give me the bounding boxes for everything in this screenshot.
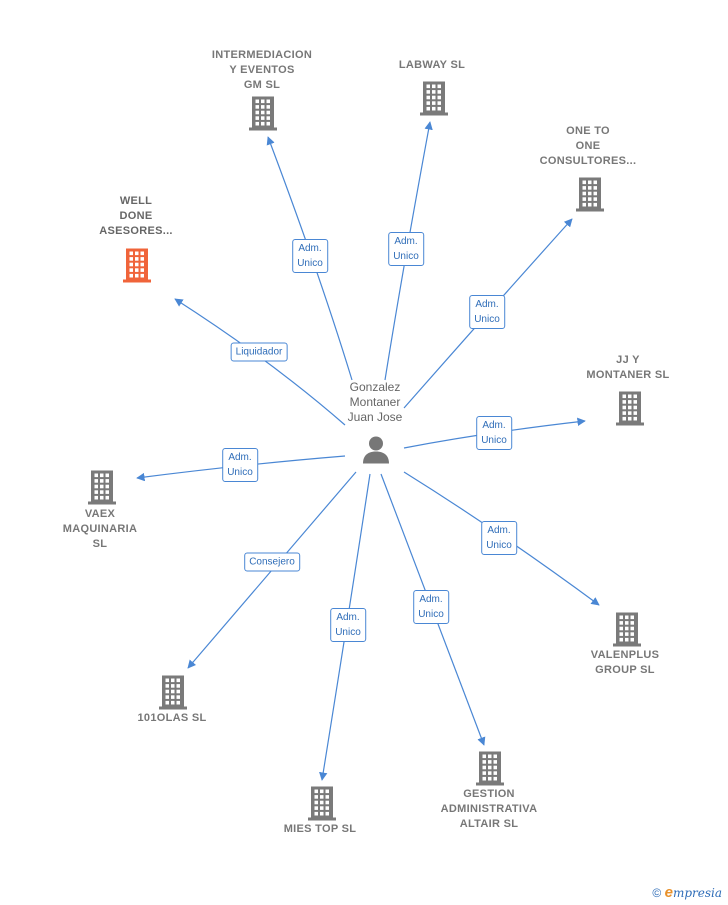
building-icon[interactable]	[86, 470, 118, 511]
relation-label-jjy[interactable]: Adm. Unico	[476, 416, 512, 450]
company-name-intermediacion[interactable]: INTERMEDIACION Y EVENTOS GM SL	[211, 49, 313, 91]
company-name-gestion[interactable]: GESTION ADMINISTRATIVA ALTAIR SL	[440, 788, 538, 830]
building-icon[interactable]	[611, 612, 643, 653]
building-icon[interactable]	[121, 248, 153, 289]
person-icon[interactable]	[361, 435, 391, 470]
relation-label-olas[interactable]: Consejero	[244, 552, 300, 572]
building-icon[interactable]	[574, 177, 606, 218]
company-name-olas[interactable]: 101OLAS SL	[137, 712, 207, 724]
person-name[interactable]: Gonzalez Montaner Juan Jose	[347, 380, 403, 424]
building-icon[interactable]	[418, 81, 450, 122]
relation-label-intermediacion[interactable]: Adm. Unico	[292, 239, 328, 273]
company-name-welldone[interactable]: WELL DONE ASESORES...	[99, 195, 173, 237]
relation-label-welldone[interactable]: Liquidador	[230, 342, 288, 362]
relation-label-miestop[interactable]: Adm. Unico	[330, 608, 366, 642]
empresia-logo-initial: e	[664, 884, 673, 901]
company-name-onetoone[interactable]: ONE TO ONE CONSULTORES...	[539, 125, 637, 167]
company-name-jjy[interactable]: JJ Y MONTANER SL	[586, 354, 670, 381]
relation-label-onetoone[interactable]: Adm. Unico	[469, 295, 505, 329]
building-icon[interactable]	[306, 786, 338, 827]
company-name-valenplus[interactable]: VALENPLUS GROUP SL	[590, 649, 660, 676]
copyright-symbol: ©	[652, 886, 662, 900]
building-icon[interactable]	[157, 675, 189, 716]
building-icon[interactable]	[614, 391, 646, 432]
empresia-logo-text: mpresia	[672, 886, 722, 900]
footer-brand[interactable]: © empresia	[652, 884, 722, 901]
building-icon[interactable]	[247, 96, 279, 137]
relation-label-labway[interactable]: Adm. Unico	[388, 232, 424, 266]
edge-welldone	[174, 298, 346, 426]
company-name-miestop[interactable]: MIES TOP SL	[283, 823, 357, 835]
relation-label-valenplus[interactable]: Adm. Unico	[481, 521, 517, 555]
company-name-labway[interactable]: LABWAY SL	[398, 59, 466, 71]
relation-label-gestion[interactable]: Adm. Unico	[413, 590, 449, 624]
building-icon[interactable]	[474, 751, 506, 792]
relation-label-vaex[interactable]: Adm. Unico	[222, 448, 258, 482]
company-name-vaex[interactable]: VAEX MAQUINARIA SL	[62, 508, 138, 550]
